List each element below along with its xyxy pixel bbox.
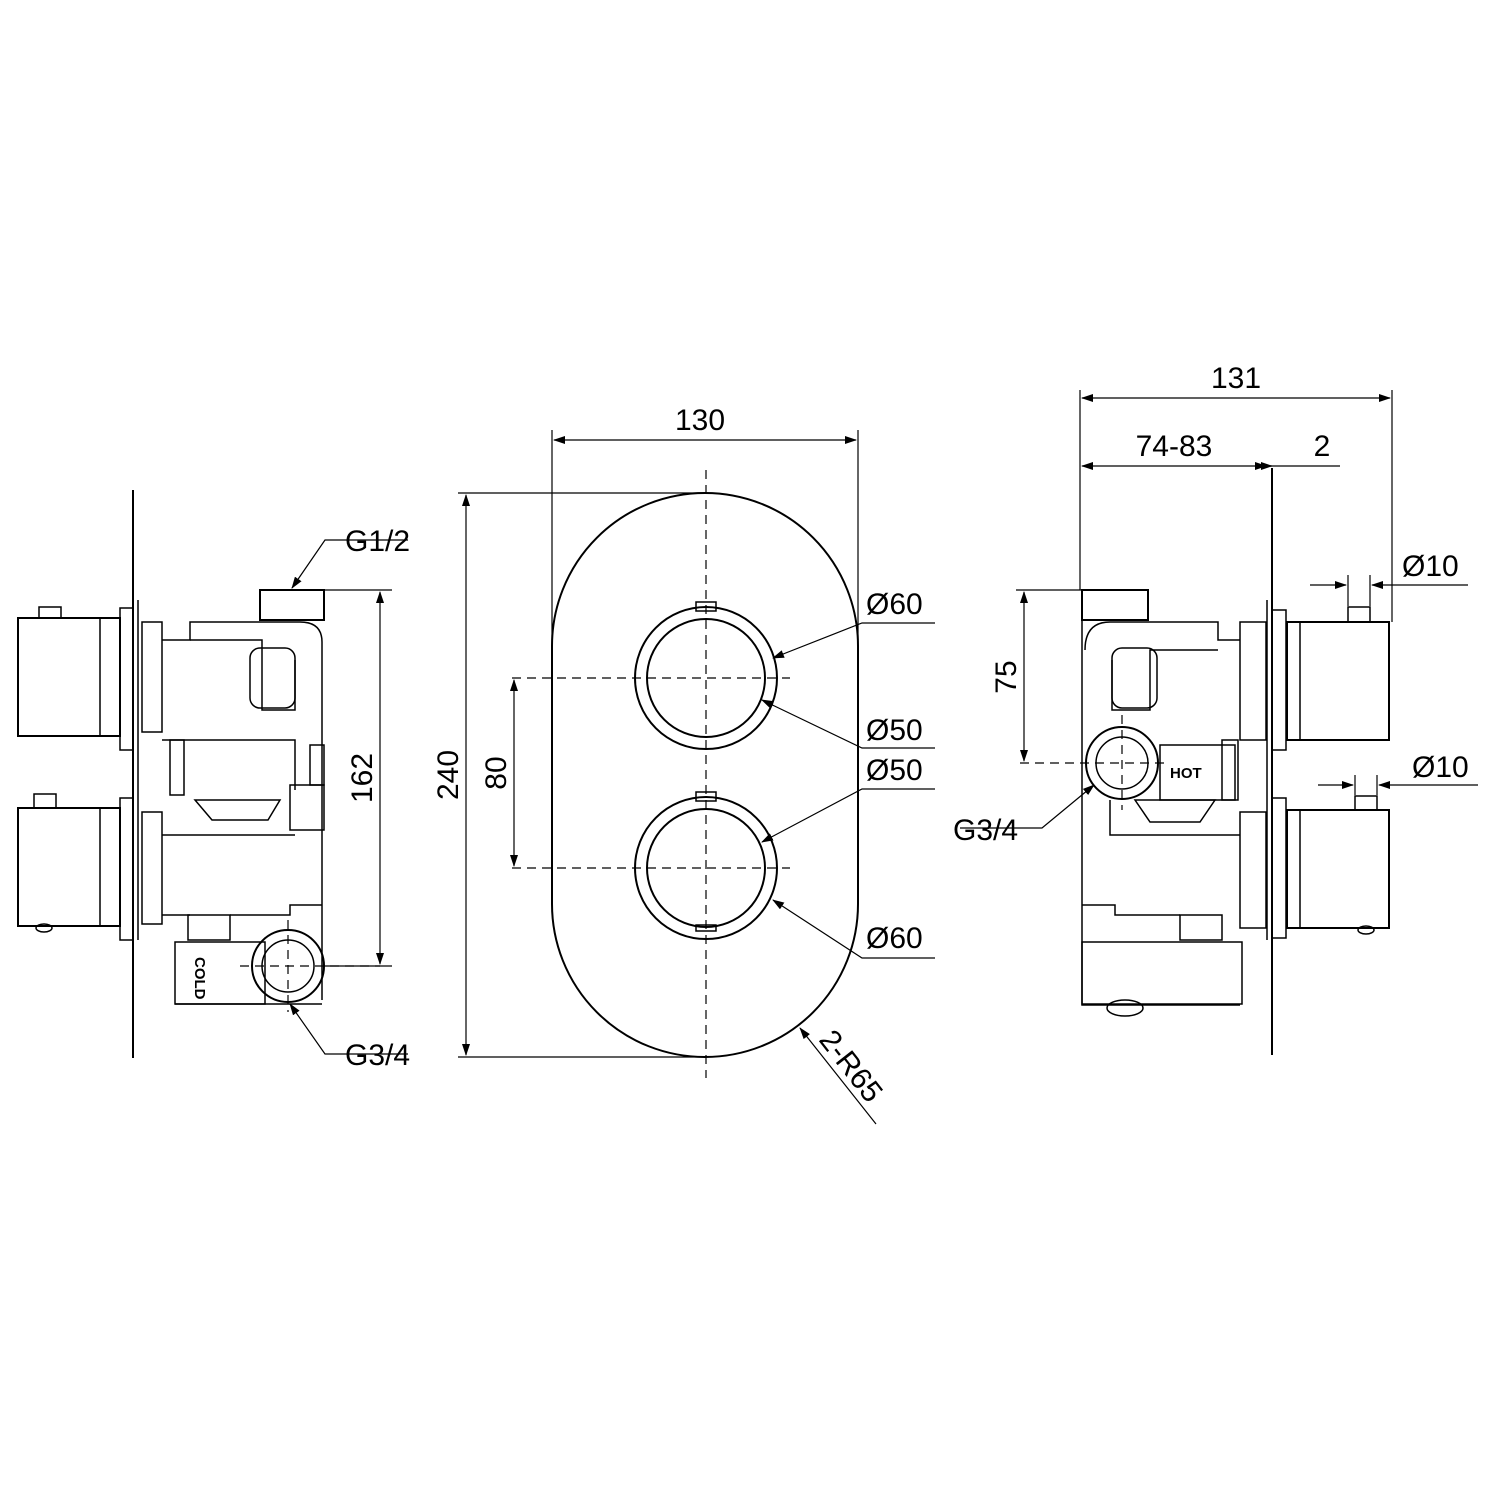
left-valve-body: COLD <box>162 589 380 1012</box>
left-upper-pin <box>38 606 62 619</box>
label-d10-top: Ø10 <box>1402 550 1459 583</box>
right-lower-handle <box>1239 795 1390 939</box>
left-upper-flange <box>141 621 163 733</box>
left-body-outline-top <box>162 621 323 1000</box>
left-body-lower <box>162 904 322 916</box>
label-d60-top: Ø60 <box>866 588 923 621</box>
label-d60-bottom: Ø60 <box>866 922 923 955</box>
left-cold-port <box>174 941 266 1005</box>
label-d10-bottom: Ø10 <box>1412 751 1469 784</box>
left-lower-flange <box>141 811 163 925</box>
front-view: 130 240 80 Ø60 Ø50 Ø50 Ø60 2-R65 <box>432 404 935 1125</box>
left-body-small-port <box>187 914 231 941</box>
left-body-mid <box>162 739 296 790</box>
label-g34-left: G3/4 <box>345 1039 410 1072</box>
leader-g12 <box>291 539 408 589</box>
dim-75: 75 <box>990 660 1023 693</box>
right-body-mid <box>1109 800 1240 836</box>
right-body-port <box>1111 647 1158 709</box>
right-lower-knob <box>1286 809 1390 929</box>
left-body-stub-1 <box>169 739 185 796</box>
dim-131: 131 <box>1211 362 1261 395</box>
dim-240: 240 <box>432 750 465 800</box>
right-lower-pin-bottom <box>1357 925 1375 935</box>
right-body-foot <box>1106 999 1144 1017</box>
leader-d60-bottom <box>772 899 935 959</box>
left-lower-pin <box>33 793 57 809</box>
left-body-pipe <box>190 639 296 711</box>
label-r65: 2-R65 <box>812 1024 888 1109</box>
leader-g34-left <box>289 1003 408 1055</box>
label-g12-left: G1/2 <box>345 525 410 558</box>
left-g12-outlet <box>259 589 325 621</box>
front-oval-plate <box>551 492 859 1058</box>
right-body-small-port <box>1179 914 1223 941</box>
right-body-wedge <box>1133 799 1217 823</box>
leader-r65 <box>799 1027 877 1125</box>
left-lower-handle <box>17 793 163 941</box>
right-body-pipe <box>1111 649 1218 711</box>
right-body-top <box>1084 621 1240 651</box>
dim-80: 80 <box>480 756 513 789</box>
front-bottom-indicator <box>695 791 717 802</box>
right-upper-knob <box>1286 621 1390 741</box>
right-body-lower <box>1082 904 1180 916</box>
left-body-wedge <box>193 799 282 821</box>
hot-label: HOT <box>1170 765 1202 782</box>
label-d50-top: Ø50 <box>866 714 923 747</box>
right-upper-handle <box>1239 606 1390 751</box>
right-upper-collar <box>1271 609 1287 751</box>
left-upper-handle <box>17 606 163 751</box>
label-g34-right: G3/4 <box>953 814 1018 847</box>
right-upper-pin <box>1347 606 1371 623</box>
right-top-outlet <box>1081 589 1149 621</box>
cold-label: COLD <box>191 957 208 1000</box>
dim-7483: 74-83 <box>1136 430 1213 463</box>
dim-162: 162 <box>346 753 379 803</box>
right-body-stub <box>1221 739 1239 801</box>
right-valve-body: HOT <box>1020 589 1243 1017</box>
right-body-bottom-block <box>1081 941 1243 1005</box>
right-body-outline <box>1081 590 1240 1006</box>
right-upper-flange <box>1239 621 1267 741</box>
dim-2: 2 <box>1314 430 1331 463</box>
left-side-view: COLD 162 G1/2 G3/4 <box>17 490 410 1072</box>
right-side-view: HOT 131 74-83 2 Ø10 <box>953 362 1478 1055</box>
leader-g34-right <box>960 784 1095 829</box>
label-d50-bottom: Ø50 <box>866 754 923 787</box>
left-body-block <box>289 784 325 831</box>
left-upper-collar <box>119 607 134 751</box>
front-top-indicator <box>695 601 717 612</box>
dim-130: 130 <box>675 404 725 437</box>
left-lower-knob <box>17 807 121 927</box>
right-lower-collar <box>1271 797 1287 939</box>
left-upper-knob <box>17 617 121 737</box>
left-body-port <box>249 647 296 709</box>
left-lower-collar <box>119 797 134 941</box>
right-lower-flange <box>1239 811 1267 929</box>
left-lower-pin-bottom <box>35 923 53 933</box>
leader-d50-top <box>761 699 935 749</box>
leader-d50-bottom <box>761 788 935 843</box>
right-lower-pin <box>1354 795 1378 811</box>
front-bottom-indicator-2 <box>695 924 717 932</box>
leader-d60-top <box>772 622 935 659</box>
